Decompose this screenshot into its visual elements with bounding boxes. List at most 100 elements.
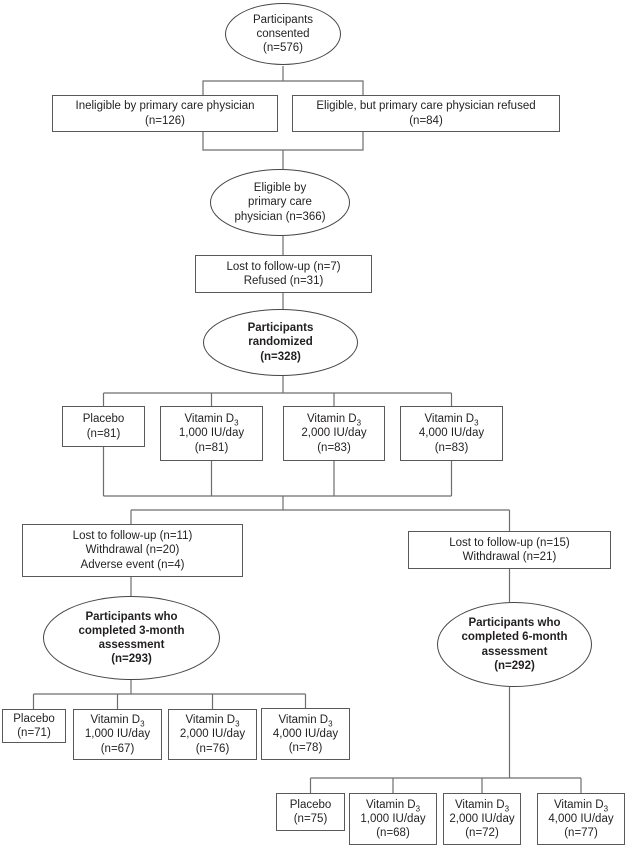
text-line: Refused (n=31) [243,275,324,287]
text-line: 1,000 IU/day [178,427,245,440]
vitamin-brand: Vitamin D [306,413,357,426]
node-arm-d4000: Vitamin D3 4,000 IU/day (n=83) [400,406,503,461]
node-attrition-3month: Lost to follow-up (n=11) Withdrawal (n=2… [22,524,243,577]
vitamin-brand: Vitamin D [184,413,235,426]
text-line: 2,000 IU/day [449,812,515,825]
text-line: Lost to follow-up (n=15) [449,536,570,549]
node-completed-3month: Participants who completed 3-month asses… [43,596,220,680]
text-line: completed 6-month [461,631,568,644]
text-line: Adverse event (n=4) [80,558,185,571]
text-line: (n=71) [17,727,51,739]
text-line: (n=83) [434,441,469,454]
text-line: Lost to follow-up (n=7) [226,260,341,273]
text-line: (n=81) [194,441,229,454]
text-line: assessment [481,645,548,658]
vitamin-subscript: 3 [140,719,145,729]
text-line: Vitamin D3 [185,713,240,729]
text-line: (n=292) [494,659,535,672]
text-line: Eligible, but primary care physician ref… [316,100,536,113]
node-arm-placebo: Placebo (n=81) [62,406,145,447]
text-line: Vitamin D3 [278,713,333,729]
vitamin-subscript: 3 [356,418,362,428]
node-pcp-refused: Eligible, but primary care physician ref… [292,95,560,132]
text-line: Participants [252,13,314,26]
text-line: Placebo [82,413,125,426]
text-line: Withdrawal (n=20) [85,544,180,557]
connector-consent-split [202,66,364,95]
node-randomized: Participants randomized (n=328) [203,309,358,376]
text-line: (n=67) [100,742,135,755]
text-line: 1,000 IU/day [84,728,151,741]
node-arm-d2000: Vitamin D3 2,000 IU/day (n=83) [283,406,385,461]
text-line: (n=77) [564,827,598,839]
text-line: Placebo [289,798,332,811]
text-line: (n=75) [293,813,328,825]
vitamin-subscript: 3 [234,418,239,428]
text-line: Participants who [85,610,178,623]
text-line: (n=76) [195,742,230,755]
connector-randomized-arms [102,376,453,406]
vitamin-subscript: 3 [504,804,510,814]
text-line: 4,000 IU/day [272,727,339,740]
node-eligible: Eligible by primary care physician (n=36… [210,169,350,236]
node-6month-d1000: Vitamin D3 1,000 IU/day (n=68) [349,793,437,845]
node-arm-d1000: Vitamin D3 1,000 IU/day (n=81) [160,406,263,461]
vitamin-brand: Vitamin D [365,798,416,811]
vitamin-subscript: 3 [603,804,609,814]
text-line: Participants who [468,617,561,630]
text-line: Vitamin D3 [454,798,510,814]
text-line: Withdrawal (n=21) [462,551,557,563]
node-6month-d4000: Vitamin D3 4,000 IU/day (n=77) [537,793,625,845]
text-line: Ineligible by primary care physician [75,100,255,113]
text-line: (n=72) [465,827,499,839]
text-line: Eligible by [253,182,307,195]
text-line: Vitamin D3 [554,798,609,814]
node-3month-d2000: Vitamin D3 2,000 IU/day (n=76) [168,709,257,760]
connector-merge-eligible [202,132,364,169]
text-line: (n=81) [86,427,121,440]
text-line: primary care [248,196,312,209]
text-line: (n=78) [288,742,323,754]
node-pre-random-attrition: Lost to follow-up (n=7) Refused (n=31) [195,255,372,293]
text-line: Vitamin D3 [424,412,479,428]
vitamin-subscript: 3 [415,804,421,814]
text-line: (n=126) [145,114,185,127]
vitamin-brand: Vitamin D [424,413,475,426]
vitamin-subscript: 3 [474,418,479,428]
text-line: consented [256,27,310,40]
text-line: Vitamin D3 [306,412,362,428]
text-line: (n=576) [263,42,303,54]
text-line: Vitamin D3 [90,713,145,729]
text-line: (n=68) [376,827,410,839]
vitamin-subscript: 3 [235,719,240,729]
text-line: 4,000 IU/day [418,427,485,440]
text-line: assessment [98,639,165,651]
node-participants-consented: Participants consented (n=576) [225,3,341,65]
text-line: Participants [247,322,314,335]
node-3month-d1000: Vitamin D3 1,000 IU/day (n=67) [73,709,162,760]
text-line: Vitamin D3 [365,798,421,814]
text-line: Lost to follow-up (n=11) [72,530,193,543]
node-3month-placebo: Placebo (n=71) [2,709,66,743]
text-line: 4,000 IU/day [548,812,614,825]
node-6month-placebo: Placebo (n=75) [276,793,345,831]
text-line: (n=84) [409,114,443,127]
connector-3month-split [32,680,307,709]
text-line: (n=293) [111,653,152,666]
text-line: Placebo [13,712,55,725]
node-attrition-6month: Lost to follow-up (n=15) Withdrawal (n=2… [408,531,611,569]
vitamin-brand: Vitamin D [454,798,505,811]
text-line: 2,000 IU/day [179,728,246,741]
vitamin-subscript: 3 [328,719,333,729]
text-line: 2,000 IU/day [301,427,367,440]
vitamin-brand: Vitamin D [90,714,141,727]
node-completed-6month: Participants who completed 6-month asses… [437,602,592,687]
text-line: (n=328) [260,350,301,363]
text-line: completed 3-month [78,624,185,637]
node-3month-d4000: Vitamin D3 4,000 IU/day (n=78) [261,708,350,760]
connector-6month-split [309,687,582,793]
text-line: (n=83) [317,441,351,454]
connector-arms-merge [102,447,511,531]
